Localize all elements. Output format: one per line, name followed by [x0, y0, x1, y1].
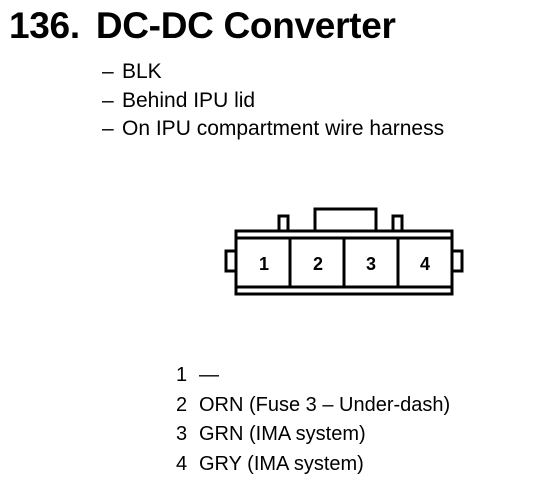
pin-number: 4 — [176, 452, 188, 475]
pin-row: 4 GRY (IMA system) — [176, 450, 450, 480]
pin-description: ORN (Fuse 3 – Under-dash) — [199, 393, 451, 416]
cavity-label: 4 — [420, 254, 430, 274]
pin-number: 1 — [176, 364, 188, 386]
note-dash: – — [102, 117, 114, 140]
pin-number: 2 — [176, 393, 188, 416]
cavity-label: 1 — [259, 254, 269, 274]
pin-row: 1— — [176, 361, 450, 391]
component-notes: –BLK –Behind IPU lid –On IPU compartment… — [102, 58, 444, 144]
note-color: –BLK — [102, 58, 444, 87]
connector-guide-post-right — [391, 214, 404, 233]
note-text: On IPU compartment wire harness — [122, 117, 445, 140]
note-harness: –On IPU compartment wire harness — [102, 115, 444, 144]
note-text: Behind IPU lid — [122, 88, 256, 112]
note-dash: – — [102, 88, 114, 112]
cavity-label: 2 — [313, 254, 323, 274]
pin-description: GRY (IMA system) — [199, 452, 364, 475]
pin-number: 3 — [176, 423, 188, 445]
pin-description: GRN (IMA system) — [199, 423, 366, 445]
pin-description: — — [199, 364, 219, 386]
pin-row: 3 GRN (IMA system) — [176, 420, 450, 450]
cavity-label: 3 — [366, 254, 376, 274]
connector-lock-tab — [313, 207, 378, 233]
connector-diagram: 1 2 3 4 — [224, 207, 464, 296]
component-name: DC-DC Converter — [95, 5, 396, 46]
component-number: 136. — [9, 5, 80, 46]
note-text: BLK — [122, 60, 162, 83]
note-dash: – — [102, 60, 114, 83]
note-location: –Behind IPU lid — [102, 87, 444, 116]
pin-row: 2 ORN (Fuse 3 – Under-dash) — [176, 391, 450, 421]
connector-guide-post-left — [277, 214, 290, 233]
page-title: 136. DC-DC Converter — [9, 4, 396, 48]
